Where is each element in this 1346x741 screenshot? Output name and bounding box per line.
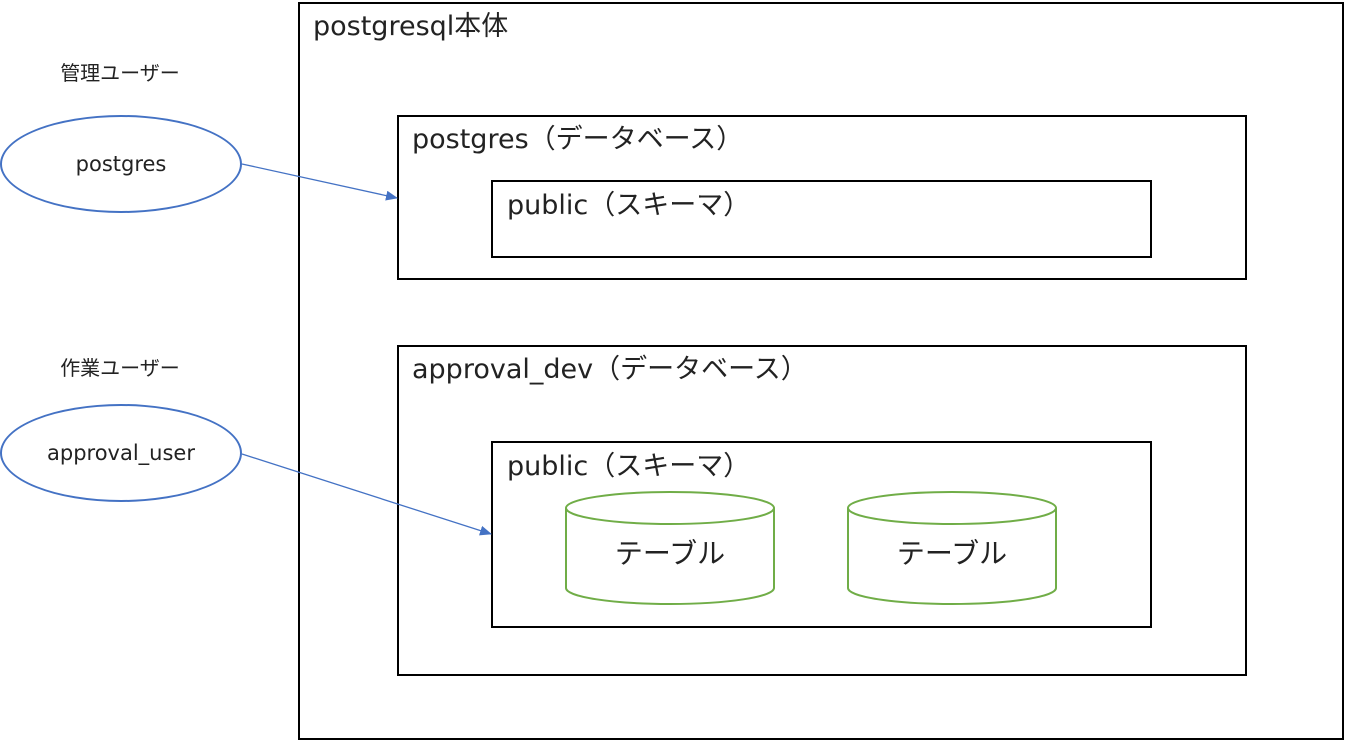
user-node-postgres: postgres (0, 115, 242, 213)
schema-label-approval-public: public（スキーマ） (507, 451, 751, 482)
admin-user-group-label: 管理ユーザー (60, 61, 180, 85)
user-node-approval-user: approval_user (0, 404, 242, 502)
database-box-postgres (397, 115, 1247, 280)
user-name-approval-user: approval_user (47, 441, 195, 465)
schema-label-postgres-public: public（スキーマ） (507, 190, 751, 221)
database-label-postgres: postgres（データベース） (412, 124, 744, 155)
table-label-2: テーブル (896, 537, 1008, 570)
server-label: postgresql本体 (313, 11, 509, 42)
database-label-approval-dev: approval_dev（データベース） (412, 354, 808, 385)
schema-box-postgres-public (491, 180, 1152, 258)
worker-user-group-label: 作業ユーザー (60, 356, 180, 380)
table-label-1: テーブル (614, 537, 726, 570)
postgresql-server-box (298, 2, 1344, 740)
user-name-postgres: postgres (75, 152, 167, 176)
schema-box-approval-public (491, 441, 1152, 628)
